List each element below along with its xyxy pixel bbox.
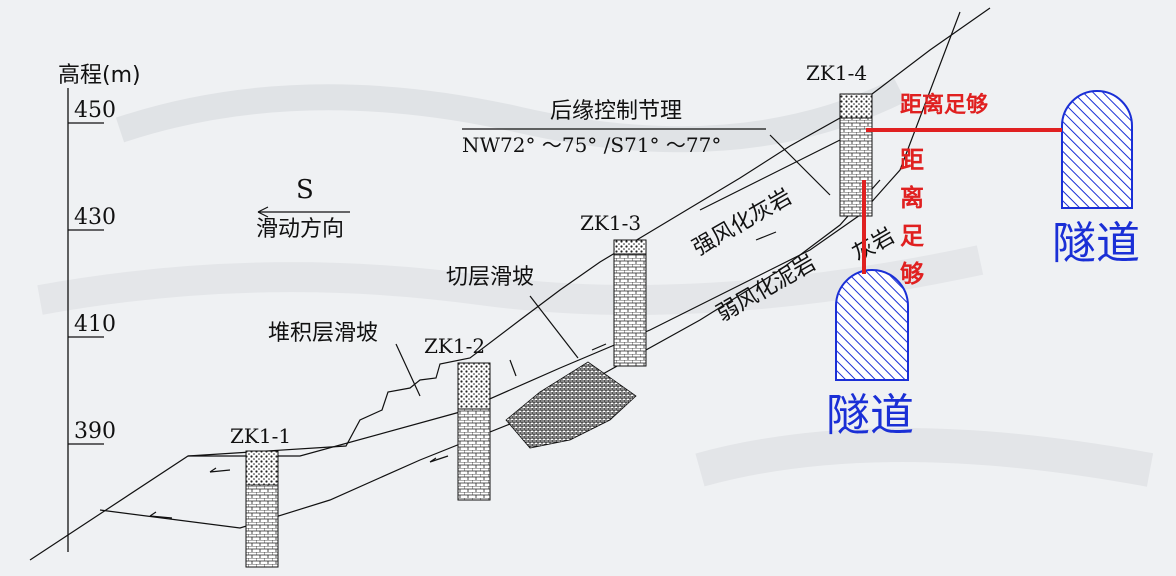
leader-cut-layer	[529, 295, 579, 359]
rear-joint-orientation: NW72° ～75° /S71° ～77°	[462, 133, 721, 157]
axis-tick-410: 410	[74, 312, 116, 337]
distance-label-vertical-3: 足	[900, 222, 924, 250]
borehole-zk1-2: ZK1-2	[424, 334, 491, 501]
distance-label-horizontal: 距离足够	[900, 92, 988, 118]
borehole-label-zk1-1: ZK1-1	[230, 424, 291, 448]
axis-tick-390: 390	[74, 419, 116, 444]
distance-label-vertical-2: 离	[900, 184, 924, 212]
direction-letter: S	[296, 175, 314, 205]
distance-label-vertical-4: 够	[900, 260, 924, 288]
distance-annotation: 距离足够 距 离 足 够	[862, 92, 1062, 288]
borehole-label-zk1-3: ZK1-3	[580, 211, 641, 235]
cut-layer-label: 切层滑坡	[446, 265, 534, 290]
tunnel-label-right: 隧道	[1052, 218, 1140, 269]
distance-label-vertical-1: 距	[900, 146, 924, 174]
tunnel-right: 隧道	[1052, 90, 1140, 269]
direction-text: 滑动方向	[256, 217, 344, 242]
slide-mass	[505, 361, 637, 449]
tunnel-label-lower: 隧道	[826, 390, 914, 441]
axis-tick-450: 450	[74, 98, 116, 123]
axis-title: 高程(m)	[58, 63, 141, 88]
leader-accumulation	[395, 343, 421, 397]
axis-tick-430: 430	[74, 205, 116, 230]
borehole-zk1-4: ZK1-4	[806, 61, 873, 217]
borehole-zk1-3: ZK1-3	[580, 211, 647, 367]
joint-line	[769, 134, 831, 196]
accumulation-label: 堆积层滑坡	[268, 321, 378, 346]
ground-surface	[29, 7, 991, 561]
borehole-label-zk1-4: ZK1-4	[806, 61, 867, 85]
tunnel-lower: 隧道	[826, 269, 914, 441]
borehole-label-zk1-2: ZK1-2	[424, 334, 485, 358]
elevation-axis: 高程(m) 450 430 410 390	[58, 63, 141, 552]
rear-joint-title: 后缘控制节理	[550, 99, 682, 124]
slope-lines	[29, 7, 991, 561]
borehole-zk1-1: ZK1-1	[230, 424, 291, 568]
slip-surface-upper	[188, 11, 961, 457]
